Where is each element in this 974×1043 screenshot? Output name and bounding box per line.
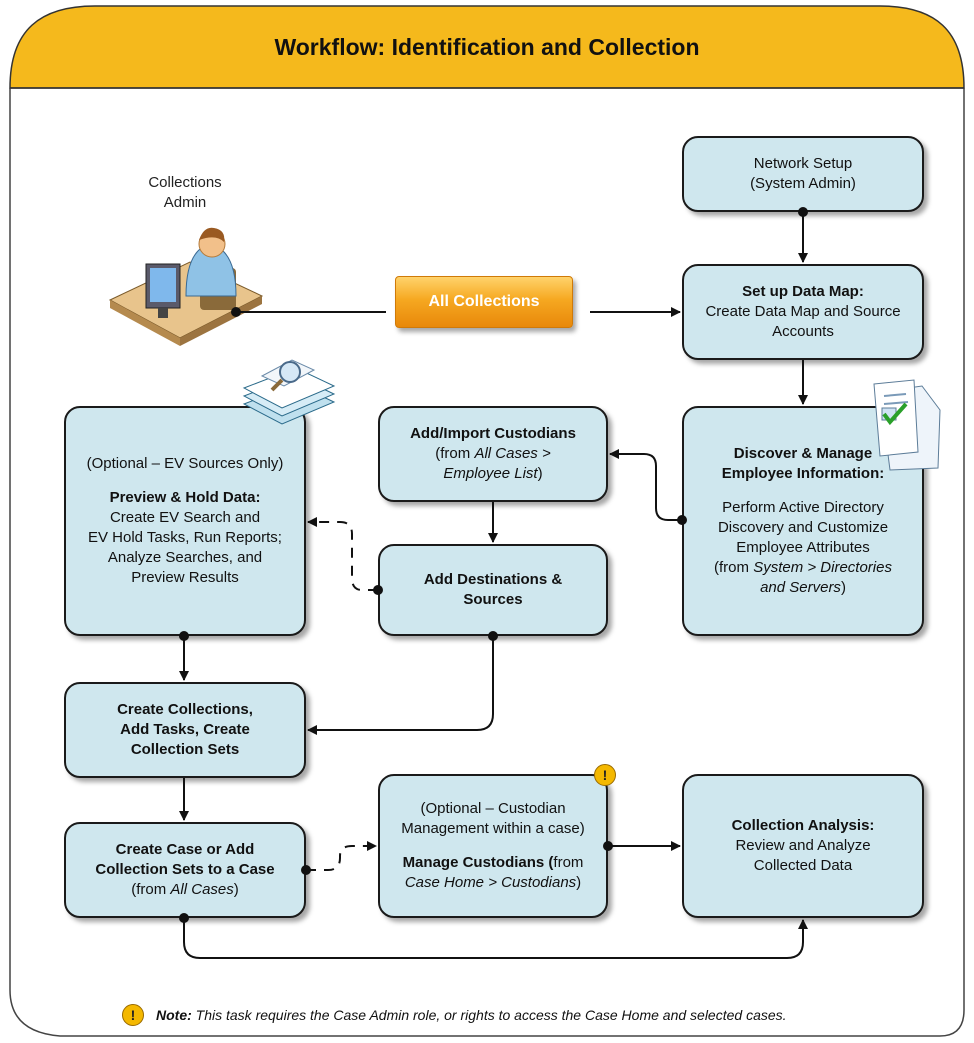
discover-line3: Employee Attributes [736,539,870,556]
add-custodians-line1: (from All Cases > [435,444,550,464]
preview-hold-line2: EV Hold Tasks, Run Reports; [88,529,282,546]
add-custodians-line2: Employee List) [443,464,542,484]
add-destinations-line2: Sources [463,591,523,608]
actor-label-line1: Collections [148,174,222,191]
collection-analysis-line2: Collected Data [753,857,853,874]
manage-custodians-optional1: (Optional – Custodian [420,800,566,817]
data-map-line2: Accounts [772,323,834,340]
manage-custodians-optional2: Management within a case) [401,820,585,837]
add-custodians-line1-path: All Cases > [474,445,551,462]
preview-hold-line1: Create EV Search and [109,509,261,526]
warning-icon: ! [594,764,616,786]
create-case-line3-path: All Cases [170,881,234,898]
preview-hold-optional: (Optional – EV Sources Only) [86,455,284,472]
network-setup-line1: Network Setup [753,155,853,172]
create-collections-line3: Collection Sets [130,741,240,758]
title-banner [9,5,965,89]
frame-border [9,88,965,1037]
actor-label: Collections Admin [130,173,240,213]
create-collections-node: Create Collections, Add Tasks, Create Co… [64,682,306,778]
discover-line5-post: ) [840,579,846,596]
preview-hold-node: (Optional – EV Sources Only) Preview & H… [64,406,306,636]
collection-analysis-node: Collection Analysis: Review and Analyze … [682,774,924,918]
create-case-line3-pre: (from [131,881,171,898]
all-collections-button[interactable]: All Collections [395,276,573,328]
discover-line2: Discovery and Customize [717,519,889,536]
manage-custodians-heading: Manage Custodians (from [403,853,584,873]
preview-hold-line3: Analyze Searches, and [107,549,263,566]
add-custodians-line2-path: Employee List [443,465,538,482]
manage-custodians-node: (Optional – Custodian Management within … [378,774,608,918]
actor-label-line2: Admin [163,194,207,211]
note-warning-icon: ! [122,1004,144,1026]
discover-line5: and Servers) [760,578,846,598]
preview-hold-line4: Preview Results [131,569,239,586]
manage-custodians-line1-post: ) [576,874,582,891]
discover-line4-path: System > Directories [753,559,892,576]
manage-custodians-line1: Case Home > Custodians) [405,873,581,893]
add-destinations-node: Add Destinations & Sources [378,544,608,636]
discover-employee-node: Discover & Manage Employee Information: … [682,406,924,636]
add-custodians-heading: Add/Import Custodians [410,425,576,442]
data-map-line1: Create Data Map and Source [705,303,901,320]
create-case-line2: Collection Sets to a Case [95,861,275,878]
diagram-title: Workflow: Identification and Collection [274,34,700,60]
create-case-line3-post: ) [233,881,239,898]
add-destinations-line1: Add Destinations & [423,571,563,588]
add-custodians-line2-post: ) [537,465,543,482]
footnote: ! Note: This task requires the Case Admi… [122,1004,962,1026]
note-text: This task requires the Case Admin role, … [191,1007,787,1023]
discover-line5-path: and Servers [760,579,841,596]
collection-analysis-heading: Collection Analysis: [731,817,875,834]
discover-line4: (from System > Directories [714,558,892,578]
data-map-heading: Set up Data Map: [742,283,864,300]
create-case-line3: (from All Cases) [131,880,239,900]
discover-heading1: Discover & Manage [733,445,873,462]
add-import-custodians-node: Add/Import Custodians (from All Cases > … [378,406,608,502]
manage-custodians-heading-post: from [553,854,584,871]
create-case-node: Create Case or Add Collection Sets to a … [64,822,306,918]
create-collections-line2: Add Tasks, Create [120,721,250,738]
discover-line1: Perform Active Directory [722,499,884,516]
manage-custodians-line1-path: Case Home > Custodians [404,874,577,891]
add-custodians-line1-pre: (from [435,445,475,462]
create-case-line1: Create Case or Add [115,841,255,858]
preview-hold-heading: Preview & Hold Data: [109,489,261,506]
collection-analysis-line1: Review and Analyze [735,837,871,854]
data-map-node: Set up Data Map: Create Data Map and Sou… [682,264,924,360]
discover-heading2: Employee Information: [721,465,885,482]
manage-custodians-heading-bold: Manage Custodians ( [402,854,554,871]
network-setup-line2: (System Admin) [750,175,856,192]
note-label: Note: [156,1007,192,1023]
discover-line4-pre: (from [714,559,754,576]
network-setup-node: Network Setup (System Admin) [682,136,924,212]
create-collections-line1: Create Collections, [117,701,253,718]
